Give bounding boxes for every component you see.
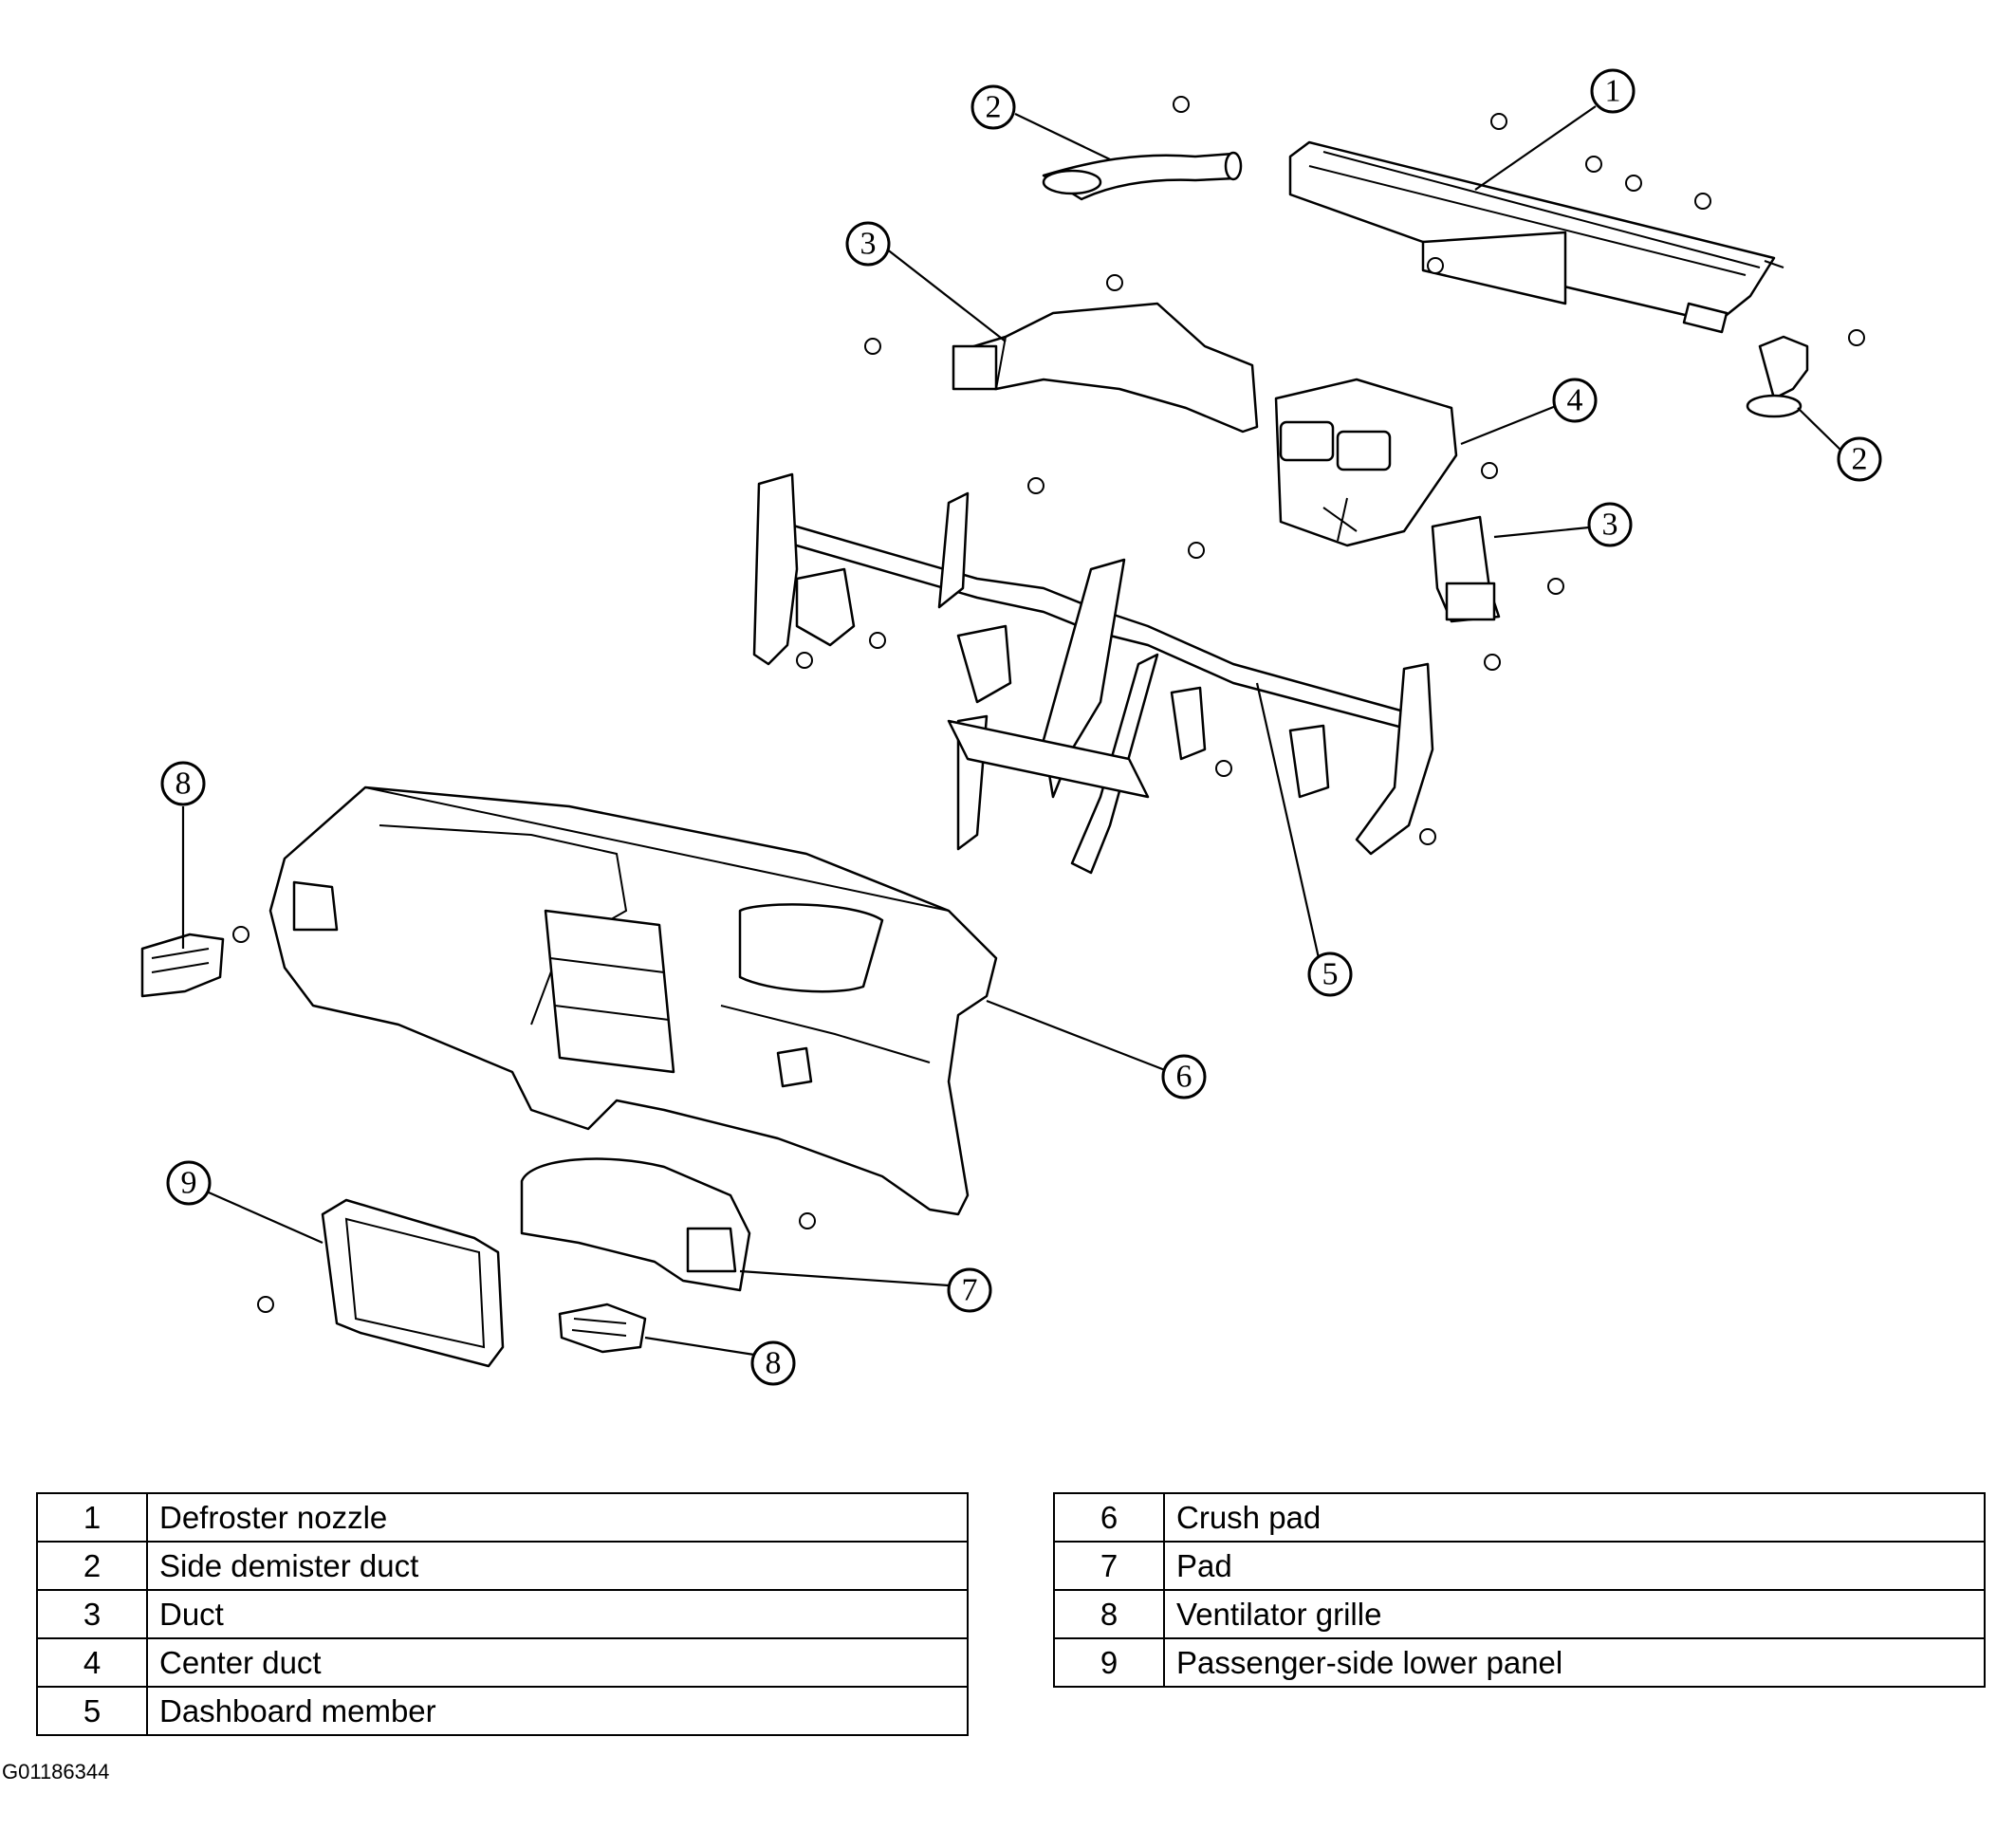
callout-3-upper-label: 3 — [860, 227, 877, 262]
legend-number: 4 — [36, 1637, 148, 1688]
legend-number: 7 — [1053, 1541, 1165, 1591]
callout-6: 6 — [1161, 1054, 1207, 1100]
callout-5-label: 5 — [1322, 957, 1339, 992]
legend-number: 2 — [36, 1541, 148, 1591]
callout-7-label: 7 — [962, 1273, 978, 1308]
ventilator-grille-left — [140, 933, 225, 998]
legend-description: Pad — [1163, 1541, 1986, 1591]
passenger-side-lower-panel — [321, 1198, 505, 1368]
callout-9: 9 — [166, 1160, 212, 1206]
legend-number: 9 — [1053, 1637, 1165, 1688]
callout-2-right: 2 — [1837, 436, 1882, 482]
callout-6-label: 6 — [1176, 1060, 1192, 1095]
callout-8-lower: 8 — [750, 1340, 796, 1386]
legend-description: Center duct — [146, 1637, 969, 1688]
side-demister-duct-right — [1746, 335, 1809, 418]
legend-number: 6 — [1053, 1492, 1165, 1543]
legend-description: Crush pad — [1163, 1492, 1986, 1543]
figure-code: G01186344 — [2, 1760, 110, 1783]
callout-1: 1 — [1590, 68, 1636, 114]
callout-8-lower-label: 8 — [766, 1346, 782, 1381]
callout-2-upper-label: 2 — [986, 90, 1002, 125]
dashboard-member — [752, 472, 1434, 875]
legend-description: Dashboard member — [146, 1686, 969, 1736]
callout-2-right-label: 2 — [1852, 442, 1868, 477]
legend-number: 1 — [36, 1492, 148, 1543]
callout-5: 5 — [1307, 952, 1353, 997]
callout-8-left: 8 — [160, 761, 206, 806]
legend-description: Duct — [146, 1589, 969, 1639]
crush-pad — [268, 785, 998, 1216]
callout-9-label: 9 — [181, 1166, 197, 1201]
legend-description: Side demister duct — [146, 1541, 969, 1591]
legend-description: Passenger-side lower panel — [1163, 1637, 1986, 1688]
duct-upper — [952, 302, 1259, 434]
callout-4: 4 — [1552, 378, 1598, 423]
callout-1-label: 1 — [1605, 74, 1621, 109]
callout-3-upper: 3 — [845, 221, 891, 267]
duct-right — [1431, 515, 1501, 623]
callout-8-left-label: 8 — [176, 767, 192, 802]
legend-number: 5 — [36, 1686, 148, 1736]
legend-description: Defroster nozzle — [146, 1492, 969, 1543]
callout-3-right: 3 — [1587, 502, 1633, 547]
legend-number: 8 — [1053, 1589, 1165, 1639]
ventilator-grille-lower — [558, 1303, 647, 1354]
pad — [520, 1157, 751, 1292]
exploded-dashboard-diagram: 1 2 2 3 3 4 5 6 7 8 8 9 — [140, 68, 1882, 1386]
callout-4-label: 4 — [1567, 383, 1583, 418]
side-demister-duct-left — [1042, 151, 1243, 201]
leader-lines — [181, 105, 1843, 1357]
defroster-nozzle — [1288, 140, 1784, 334]
legend-description: Ventilator grille — [1163, 1589, 1986, 1639]
callout-3-right-label: 3 — [1602, 508, 1618, 543]
callout-2-upper: 2 — [971, 84, 1016, 130]
callout-7: 7 — [947, 1267, 992, 1313]
center-duct — [1274, 378, 1458, 547]
legend-number: 3 — [36, 1589, 148, 1639]
screw-icons — [232, 96, 1865, 1313]
